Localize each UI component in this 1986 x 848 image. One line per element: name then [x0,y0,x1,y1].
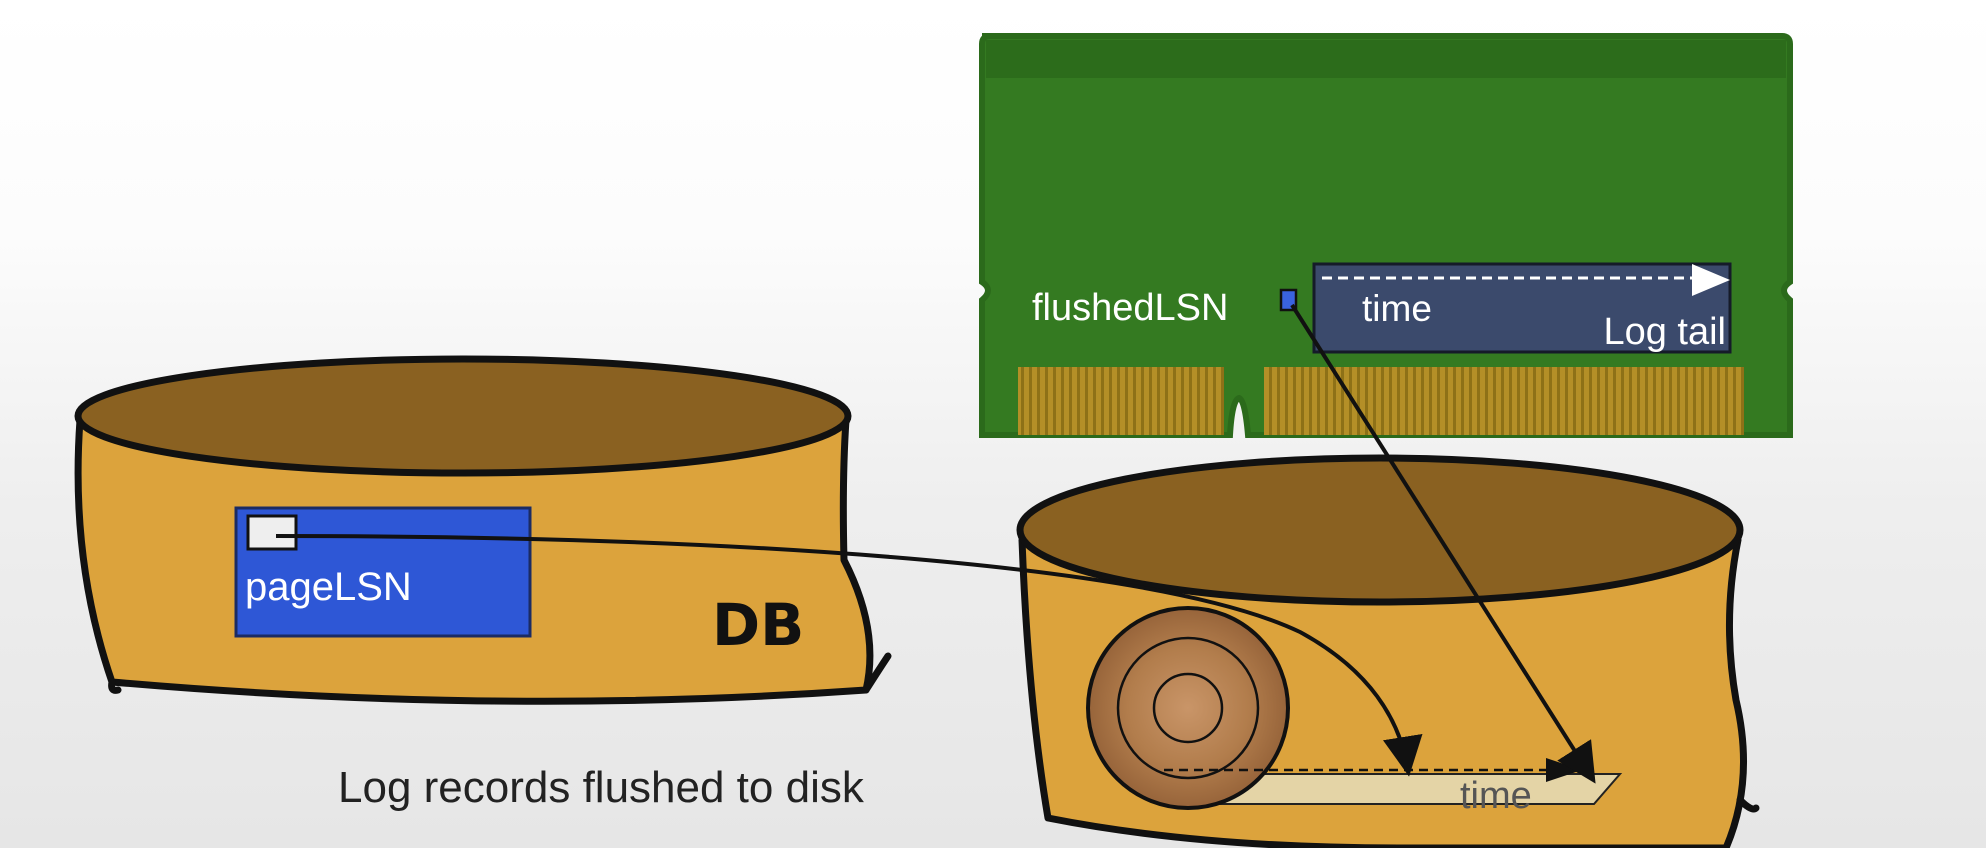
log-disk: time [1016,454,1760,848]
flushed-lsn-arrow [1290,303,1596,784]
log-tail-arrowhead [1692,264,1730,296]
page-lsn-label: pageLSN [245,565,412,609]
log-roll: time [1086,606,1623,817]
log-roll-ring-mid [1116,636,1260,780]
log-tail-time-label: time [1362,288,1432,329]
db-disk-bottom-edge [108,652,892,694]
log-disk-top [1016,454,1744,606]
ram-module: flushedLSN time Log tail [979,33,1793,438]
db-disk: pageLSN DB [74,355,892,705]
log-tail-title: Log tail [1603,311,1726,353]
page-lsn-arrow [275,534,1423,777]
log-roll-ring-inner [1152,672,1224,744]
db-page: pageLSN [234,506,532,638]
ram-top-strip [986,40,1786,78]
db-label: DB [712,591,804,659]
log-tail: time Log tail [1312,262,1732,354]
page-lsn-slot [246,514,298,551]
caption: Log records flushed to disk [338,763,865,812]
log-time-label: time [1460,775,1532,817]
ram-pins-right [1264,367,1744,435]
db-disk-top [74,355,852,477]
log-disk-right-edge [1736,796,1760,813]
ram-pins-left [1018,367,1224,435]
flushed-lsn-label: flushedLSN [1032,287,1228,329]
